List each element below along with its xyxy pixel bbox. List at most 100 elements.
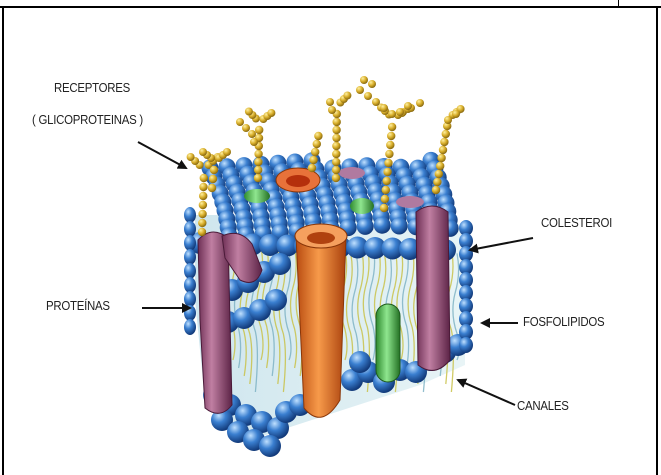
glycoprotein-bead xyxy=(343,92,351,100)
glycoprotein-bead xyxy=(254,158,262,166)
glycoprotein-bead xyxy=(332,174,340,182)
glycoprotein-bead xyxy=(444,116,452,124)
glycoprotein-bead xyxy=(210,166,218,174)
glycoprotein-bead xyxy=(332,158,340,166)
glycoprotein-bead xyxy=(440,138,448,146)
glycoprotein-bead xyxy=(388,123,396,131)
glycoprotein-bead xyxy=(383,168,391,176)
glycoprotein-bead xyxy=(380,204,388,212)
glycoprotein-bead xyxy=(435,170,443,178)
glycoprotein-bead xyxy=(199,148,207,156)
glycoprotein-bead xyxy=(313,140,321,148)
glycoprotein-bead xyxy=(254,166,262,174)
glycoprotein-bead xyxy=(333,118,341,126)
glycoprotein-bead xyxy=(332,150,340,158)
glycoprotein-bead xyxy=(380,104,388,112)
phospholipid-head xyxy=(184,277,196,293)
glycoprotein-bead xyxy=(250,138,258,146)
glycoprotein-bead xyxy=(385,150,393,158)
glycoprotein-bead xyxy=(360,76,368,84)
glycoprotein-bead xyxy=(199,201,207,209)
glycoprotein-bead xyxy=(198,219,206,227)
glycoprotein-bead xyxy=(332,126,340,134)
glycoprotein-bead xyxy=(236,118,244,126)
glycoprotein-bead xyxy=(242,124,250,132)
arrow-receptores xyxy=(138,142,186,168)
label-fosfolipidos: FOSFOLIPIDOS xyxy=(523,314,604,329)
glycoprotein-bead xyxy=(314,132,322,140)
glycoprotein-bead xyxy=(245,108,253,116)
phospholipid-head xyxy=(459,337,473,353)
phospholipid-head xyxy=(184,291,196,307)
glycoprotein-bead xyxy=(208,184,216,192)
glycoprotein-bead xyxy=(356,86,364,94)
phospholipid-head xyxy=(184,207,196,223)
phospholipid-head xyxy=(391,218,408,235)
glycoprotein-bead xyxy=(311,148,319,156)
label-glicoproteinas: ( GLICOPROTEINAS ) xyxy=(32,112,143,127)
glycoprotein-bead xyxy=(382,186,390,194)
glycoprotein-bead xyxy=(439,146,447,154)
glycoprotein-bead xyxy=(199,192,207,200)
label-proteinas: PROTEÍNAS xyxy=(46,298,110,313)
label-receptores: RECEPTORES xyxy=(54,80,130,95)
glycoprotein-bead xyxy=(388,110,396,118)
glycoprotein-bead xyxy=(381,195,389,203)
glycoprotein-bead xyxy=(364,92,372,100)
glycoprotein-bead xyxy=(442,130,450,138)
glycoprotein-bead xyxy=(254,174,262,182)
phospholipid-head xyxy=(269,253,291,275)
glycoprotein-bead xyxy=(200,174,208,182)
glycoprotein-bead xyxy=(436,162,444,170)
glycoprotein-bead xyxy=(332,134,340,142)
glycoprotein-bead xyxy=(383,177,391,185)
surface-green-protein-2 xyxy=(350,198,374,214)
glycoprotein-bead xyxy=(254,150,262,158)
channel-protein-orange xyxy=(295,224,347,417)
glycoprotein-bead xyxy=(248,130,256,138)
surface-green-protein-1 xyxy=(244,189,270,203)
phospholipid-head xyxy=(184,235,196,251)
glycoprotein-bead xyxy=(199,183,207,191)
label-canales: CANALES xyxy=(517,398,569,413)
glycoprotein-bead xyxy=(332,166,340,174)
phospholipid-head xyxy=(184,249,196,265)
phospholipid-head xyxy=(349,351,371,373)
glycoprotein-bead xyxy=(198,210,206,218)
phospholipid-head xyxy=(184,221,196,237)
phospholipid-head xyxy=(259,435,281,457)
glycoprotein-bead xyxy=(433,178,441,186)
glycoprotein-bead xyxy=(309,156,317,164)
glycoprotein-bead xyxy=(223,148,231,156)
glycoprotein-bead xyxy=(387,132,395,140)
phospholipid-head xyxy=(357,218,374,235)
label-colesterol: COLESTEROI xyxy=(541,215,612,230)
glycoprotein-bead xyxy=(308,164,316,172)
glycoprotein-bead xyxy=(432,186,440,194)
arrow-canales xyxy=(458,380,515,405)
glycoprotein-bead xyxy=(372,98,380,106)
arrow-colesterol xyxy=(470,238,533,250)
glycoprotein-bead xyxy=(404,102,412,110)
glycoprotein-bead xyxy=(209,175,217,183)
phospholipid-head xyxy=(184,263,196,279)
glycoprotein-bead xyxy=(416,99,424,107)
glycoprotein-bead xyxy=(328,106,336,114)
phospholipid-head xyxy=(265,289,287,311)
glycoprotein-bead xyxy=(187,153,195,161)
glycoprotein-bead xyxy=(437,154,445,162)
phospholipid-head xyxy=(184,319,196,335)
glycoprotein-bead xyxy=(384,159,392,167)
integral-protein-right xyxy=(416,206,450,370)
glycoprotein-bead xyxy=(368,80,376,88)
glycoprotein-bead xyxy=(452,110,460,118)
glycoprotein-bead xyxy=(198,228,206,236)
phospholipid-head xyxy=(374,217,391,234)
glycoprotein-bead xyxy=(267,109,275,117)
glycoprotein-bead xyxy=(326,98,334,106)
glycoprotein-bead xyxy=(332,142,340,150)
cholesterol-molecule xyxy=(376,304,400,382)
glycoprotein-bead xyxy=(255,126,263,134)
glycoprotein-bead xyxy=(386,141,394,149)
